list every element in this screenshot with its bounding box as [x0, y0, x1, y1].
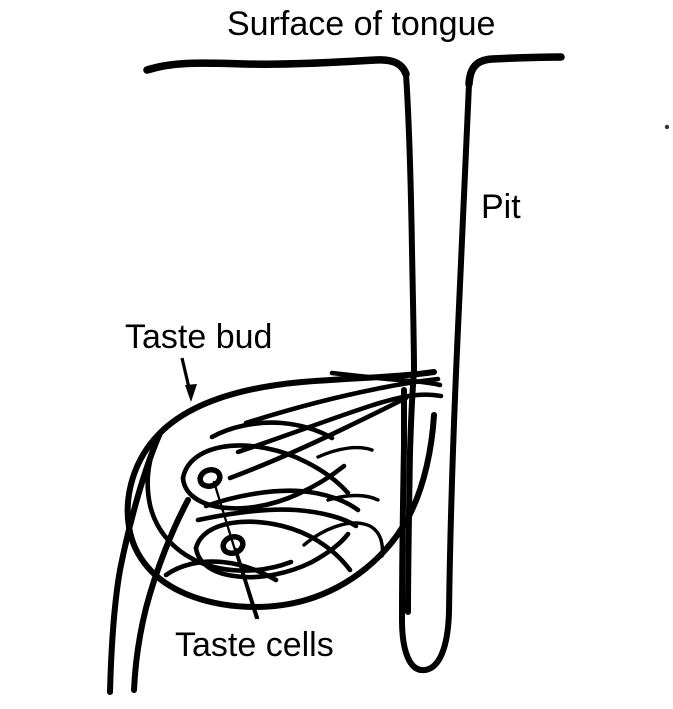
tongue-surface-right-line [465, 53, 565, 88]
nerve-fibre-outer [107, 430, 163, 695]
taste-cell-right-arc-2 [326, 493, 380, 502]
taste-cells-leader-1 [212, 480, 258, 620]
label-pit: Pit [481, 188, 521, 226]
taste-cell-nucleus-upper [197, 467, 223, 489]
taste-cell-basal-squiggle [163, 559, 279, 583]
pit-wall-right [399, 81, 472, 674]
taste-cell-apex-squiggle [209, 420, 335, 441]
taste-pore-fibre-4 [227, 395, 409, 481]
taste-cell-mid-edge [195, 507, 359, 529]
tongue-surface-left-line [143, 56, 410, 78]
label-taste-cells: Taste cells [175, 626, 334, 664]
taste-pore-fibre-2 [243, 376, 441, 426]
nerve-fibre-inner [131, 497, 191, 693]
pit-wall-left-upper [403, 71, 417, 375]
taste-bud-outline [124, 369, 437, 610]
taste-cell-right-arc-3 [302, 521, 385, 558]
label-taste-bud: Taste bud [125, 318, 273, 356]
taste-bud-arrow-head [185, 384, 197, 402]
taste-cell-mid-outline [203, 488, 361, 513]
taste-pore-fibre-3 [235, 392, 444, 455]
taste-cell-right-arc-1 [316, 445, 374, 459]
label-surface-of-tongue: Surface of tongue [227, 5, 496, 43]
taste-cell-lower-outline [193, 519, 353, 573]
taste-cell-lower-edge [193, 531, 351, 580]
stray-speck [664, 124, 670, 130]
taste-cells-leader-2 [234, 547, 260, 620]
pit-wall-left-lower [405, 369, 417, 615]
taste-cell-upper-lower-edge [180, 463, 347, 511]
